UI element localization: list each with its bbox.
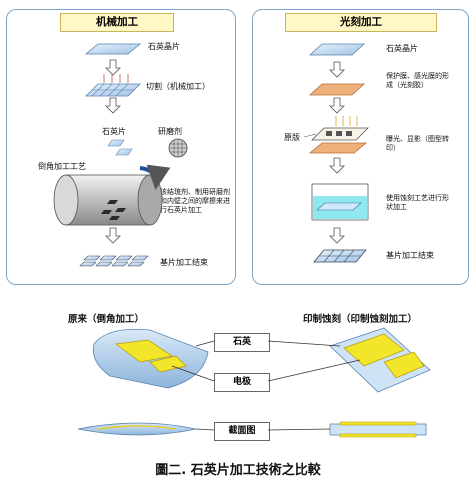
- left-flow-arrows: [105, 59, 121, 244]
- beveled-crystal-illustration: [92, 328, 209, 389]
- left-finish-label: 基片加工结束: [160, 258, 208, 267]
- exposure-label: 曝光、显影（图型转印）: [386, 135, 449, 152]
- cutting-label: 切割（机械加工）: [146, 82, 210, 91]
- right-quartz-wafer-label: 石英晶片: [386, 44, 418, 53]
- mask-label: 原版: [284, 133, 300, 142]
- printed-etching-label: 印制蚀刻（印制蚀刻加工）: [303, 314, 418, 325]
- abrasive-label: 研磨剂: [158, 127, 182, 136]
- etching-label: 使用蚀刻工艺进行形状加工: [386, 194, 449, 211]
- left-finished-chips-icon: [79, 255, 149, 267]
- right-finished-chips-icon: [313, 249, 367, 263]
- figure-caption: 圖二. 石英片加工技術之比較: [155, 463, 321, 478]
- barrel-drum-icon: [53, 164, 171, 226]
- right-finish-label: 基片加工结束: [386, 251, 434, 260]
- right-quartz-wafer-icon: [308, 43, 366, 56]
- beveling-description: 该结琉剂、制用研磨剂和内壁之间的摩擦来进行石英片加工: [160, 188, 230, 214]
- quartz-callout: 石英: [214, 333, 270, 352]
- abrasive-icon: [168, 138, 188, 158]
- mechanical-process-title: 机械加工: [60, 13, 174, 32]
- electrode-callout: 电极: [214, 373, 270, 392]
- quartz-piece-label: 石英片: [102, 127, 126, 136]
- cutting-wafer-icon: [85, 74, 141, 97]
- beveling-label: 倒角加工工艺: [38, 162, 86, 171]
- left-quartz-wafer-label: 石英晶片: [148, 42, 180, 51]
- photolithography-process-title: 光刻加工: [285, 13, 437, 32]
- resist-label: 保护膜、感光膜的形成（光刻胶）: [386, 72, 449, 89]
- conventional-beveling-label: 原来（倒角加工）: [68, 314, 145, 325]
- left-quartz-wafer-icon: [84, 43, 142, 55]
- beveled-cross-section: [77, 422, 197, 436]
- callout-leaders: [171, 340, 361, 431]
- etched-cross-section: [329, 421, 427, 438]
- exposure-mask-icon: [303, 116, 369, 154]
- quartz-pieces-icon: [107, 139, 133, 156]
- etched-crystal-illustration: [329, 327, 431, 393]
- mechanical-process-panel: [6, 9, 236, 285]
- etching-bath-icon: [311, 183, 369, 221]
- right-flow-arrows: [329, 61, 345, 244]
- resist-coated-wafer-icon: [308, 83, 366, 96]
- cross-section-callout: 截面图: [214, 422, 270, 441]
